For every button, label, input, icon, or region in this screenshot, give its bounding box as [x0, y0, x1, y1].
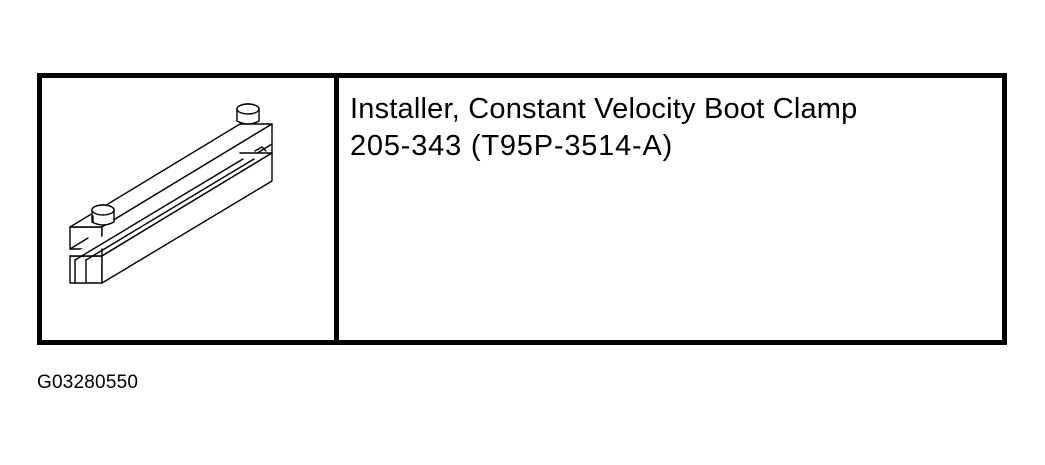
tool-illustration-cell: [42, 78, 339, 340]
boot-clamp-installer-icon: [69, 103, 273, 284]
tool-number: 205-343 (T95P-3514-A): [350, 130, 674, 162]
tool-description-cell: Installer, Constant Velocity Boot Clamp …: [339, 78, 1002, 340]
figure-id: G03280550: [37, 372, 139, 393]
tool-name: Installer, Constant Velocity Boot Clamp: [350, 93, 858, 125]
special-tool-table: Installer, Constant Velocity Boot Clamp …: [37, 73, 1007, 345]
